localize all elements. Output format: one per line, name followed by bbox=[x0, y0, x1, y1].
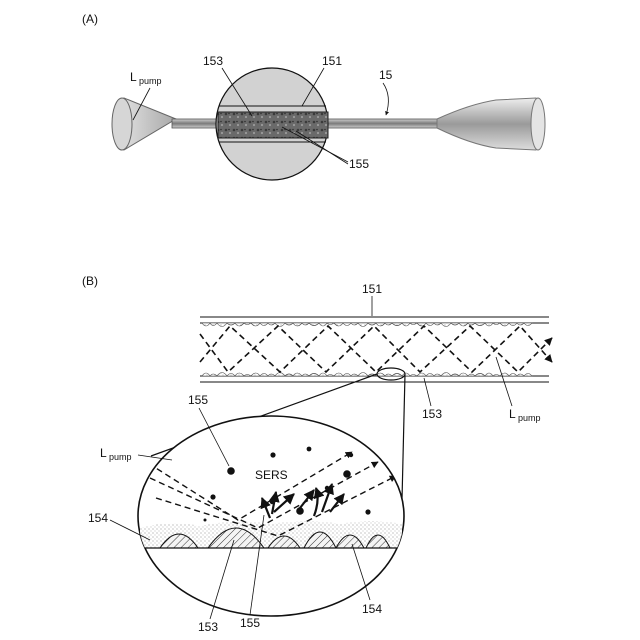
light-path-1 bbox=[200, 326, 552, 372]
molecule bbox=[349, 453, 353, 457]
panel-b-label: (B) bbox=[82, 274, 98, 288]
label-a-155: 155 bbox=[349, 157, 369, 171]
label-b-151: 151 bbox=[362, 282, 382, 296]
fiber-core-magnified bbox=[218, 112, 328, 138]
label-a-153: 153 bbox=[203, 54, 223, 68]
label-b-153-bottom: 153 bbox=[198, 620, 218, 634]
lpump-b-sub: pump bbox=[518, 413, 541, 423]
molecule bbox=[343, 470, 351, 478]
fiber-rod-left bbox=[172, 119, 220, 128]
molecule bbox=[325, 486, 329, 490]
zoom-line-right bbox=[402, 374, 405, 500]
label-b-154-bottom: 154 bbox=[362, 602, 382, 616]
label-a-15: 15 bbox=[379, 68, 393, 82]
label-b-154-left: 154 bbox=[88, 511, 108, 525]
lpump-a-main: L bbox=[130, 70, 137, 84]
panel-a-label: (A) bbox=[82, 12, 98, 26]
molecule bbox=[227, 467, 235, 475]
coating-bottom bbox=[202, 373, 532, 377]
lpump2-main: L bbox=[100, 446, 107, 460]
magnified-ellipse bbox=[138, 416, 404, 616]
molecule bbox=[210, 494, 215, 499]
fiber-rod-right bbox=[326, 119, 438, 128]
molecule bbox=[270, 452, 275, 457]
molecule bbox=[296, 507, 304, 515]
leader-a-15 bbox=[383, 83, 388, 115]
molecule bbox=[204, 519, 207, 522]
label-a-151: 151 bbox=[322, 54, 342, 68]
molecule bbox=[365, 509, 370, 514]
coating-top bbox=[202, 323, 532, 327]
label-b-155-bottom: 155 bbox=[240, 616, 260, 630]
lpump-a-sub: pump bbox=[139, 76, 162, 86]
lpump-b-main: L bbox=[509, 407, 516, 421]
pump-cone-mouth bbox=[112, 98, 132, 150]
sers-label: SERS bbox=[255, 468, 288, 482]
fiber-flare bbox=[437, 98, 541, 150]
label-b-153: 153 bbox=[422, 407, 442, 421]
lpump2-sub: pump bbox=[109, 452, 132, 462]
label-b-155-top: 155 bbox=[188, 393, 208, 407]
fiber-flare-end bbox=[531, 98, 545, 150]
light-paths bbox=[200, 326, 552, 372]
molecule bbox=[307, 447, 312, 452]
